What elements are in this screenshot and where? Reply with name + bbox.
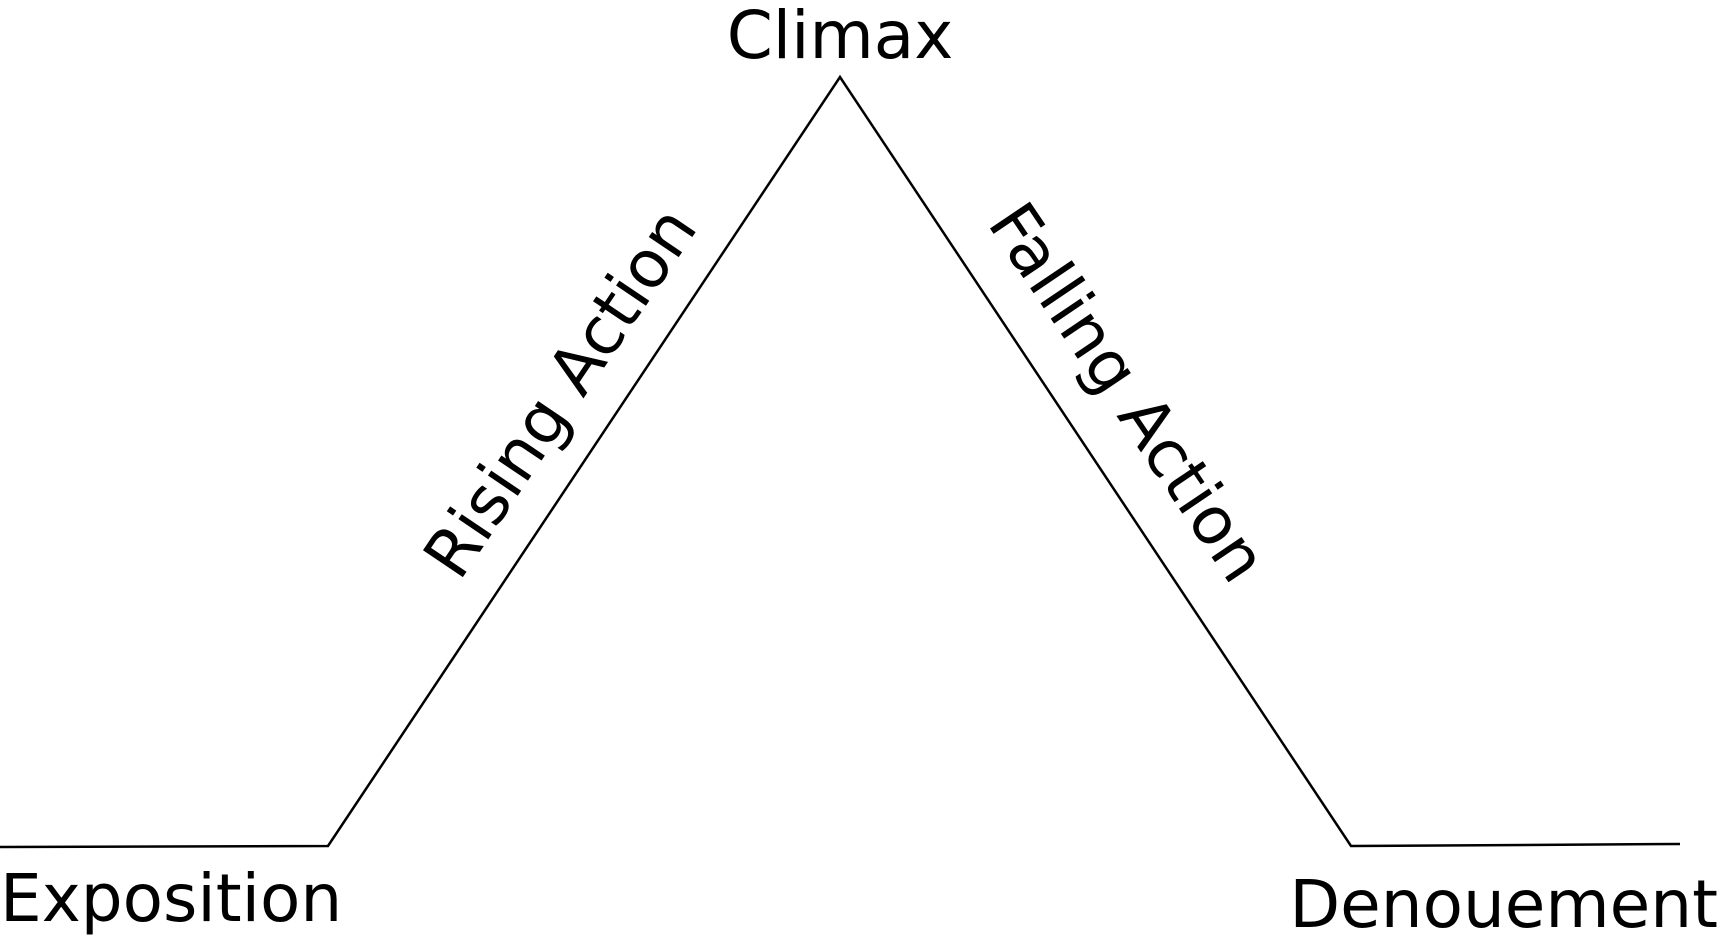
falling-action-label: Falling Action [973,189,1282,596]
rising-action-label: Rising Action [409,193,712,591]
plot-pyramid-line [0,74,1681,849]
climax-label: Climax [727,0,954,74]
exposition-label: Exposition [0,860,342,937]
denouement-label: Denouement [1289,866,1718,938]
